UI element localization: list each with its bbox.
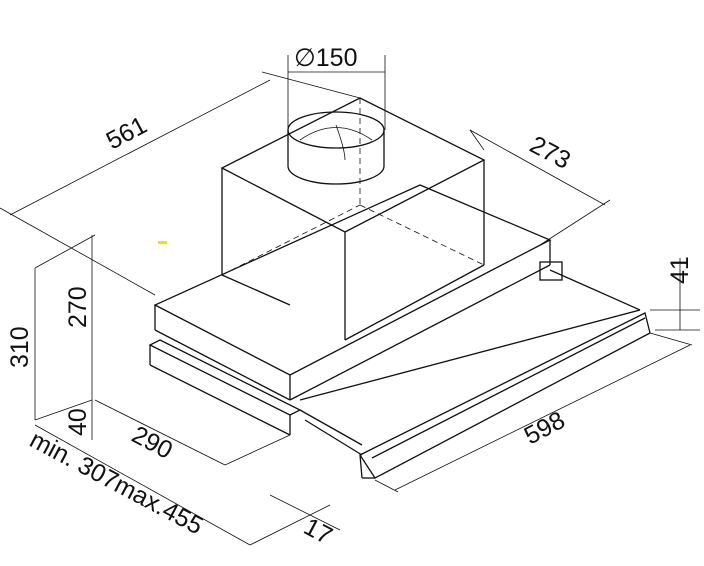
hood-body <box>148 184 563 436</box>
body-depth-label: 290 <box>127 421 177 465</box>
duct-diameter-label: ∅150 <box>294 44 358 72</box>
chimney-box <box>220 97 486 341</box>
chimney-height-label: 270 <box>64 286 92 328</box>
panel-thickness-label: 17 <box>299 513 337 551</box>
dimension-lines <box>0 55 700 546</box>
body-height-label: 40 <box>64 408 92 436</box>
telescopic-drawer <box>299 269 651 479</box>
panel-height-label: 41 <box>666 256 694 284</box>
depth-total-label: 561 <box>102 111 152 155</box>
duct-collar <box>287 111 385 185</box>
width-label: 598 <box>520 406 570 450</box>
total-height-label: 310 <box>6 326 34 368</box>
marker <box>158 241 167 244</box>
chimney-width-label: 273 <box>525 131 575 175</box>
